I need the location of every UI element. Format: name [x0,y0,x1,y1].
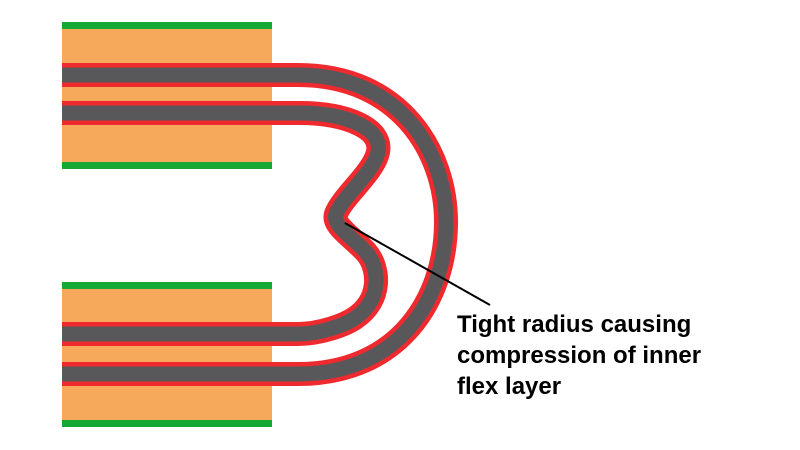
top-rigid-copper-bottom [62,162,272,169]
bottom-rigid-copper-bottom [62,420,272,427]
callout-line-2: compression of inner [457,342,702,369]
top-rigid-core [62,28,272,164]
callout-leader-line [344,222,491,306]
top-rigid-copper-top [62,22,272,29]
inner-flex-core [62,105,386,342]
bottom-rigid-copper-top [62,282,272,289]
bottom-rigid-core [62,287,272,423]
callout-line-3: flex layer [457,373,562,400]
compression-callout-label: Tight radius causing compression of inne… [457,309,777,402]
outer-flex-layer [62,63,458,386]
inner-flex-layer [62,101,391,346]
callout-line-1: Tight radius causing [457,311,692,338]
bottom-rigid-section [62,282,272,427]
outer-flex-core [62,67,454,382]
top-rigid-section [62,22,272,169]
